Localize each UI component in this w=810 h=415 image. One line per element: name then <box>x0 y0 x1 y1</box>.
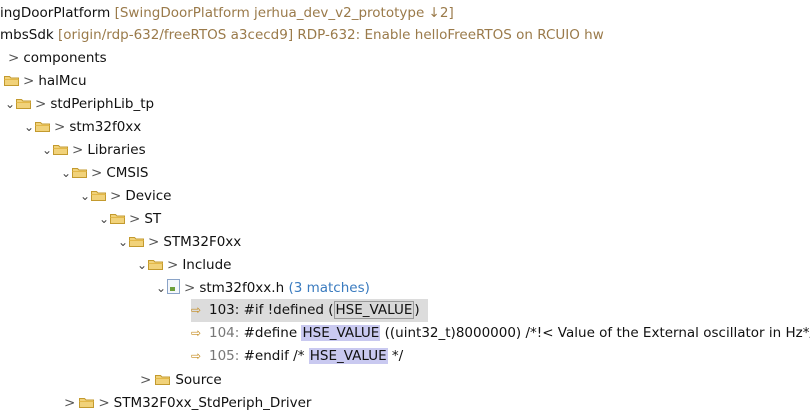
folder-label: ST <box>144 211 162 227</box>
match-term: HSE_VALUE <box>333 301 415 319</box>
project-git-info: [SwingDoorPlatform jerhua_dev_v2_prototy… <box>114 5 454 21</box>
tree-item-libraries[interactable]: ⌄ >Libraries <box>41 139 146 162</box>
chevron-down-icon[interactable]: ⌄ <box>79 189 91 203</box>
match-arrow-icon: ⇨ <box>191 326 202 340</box>
match-suffix: */ <box>387 348 404 364</box>
chevron-down-icon[interactable]: ⌄ <box>41 143 53 157</box>
folder-label: STM32F0xx <box>163 234 242 250</box>
folder-label: Include <box>182 257 232 273</box>
project-name: ingDoorPlatform <box>0 5 111 21</box>
header-file-icon <box>167 279 180 294</box>
chevron-down-icon[interactable]: ⌄ <box>4 97 16 111</box>
chevron-right-icon: > <box>110 188 122 204</box>
match-suffix: ) <box>414 302 420 318</box>
project-git-info: [origin/rdp-632/freeRTOS a3cecd9] RDP-63… <box>58 27 604 43</box>
chevron-right-icon: > <box>129 211 141 227</box>
chevron-right-icon: > <box>35 96 47 112</box>
match-term: HSE_VALUE <box>301 325 381 341</box>
chevron-right-icon[interactable]: > <box>64 395 76 411</box>
file-label: stm32f0xx.h <box>199 280 285 296</box>
chevron-right-icon: > <box>72 142 84 158</box>
chevron-right-icon: > <box>98 395 110 411</box>
chevron-down-icon[interactable]: ⌄ <box>23 120 35 134</box>
chevron-down-icon[interactable]: ⌄ <box>60 166 72 180</box>
match-prefix: #endif /* <box>239 348 309 364</box>
match-arrow-icon: ⇨ <box>191 349 202 363</box>
folder-icon <box>148 259 163 270</box>
match-prefix: #define <box>239 325 302 341</box>
chevron-down-icon[interactable]: ⌄ <box>155 281 167 295</box>
tree-item-halmcu[interactable]: >halMcu <box>4 70 87 93</box>
tree-item-cmsis[interactable]: ⌄ >CMSIS <box>60 162 149 185</box>
tree-item-source[interactable]: > Source <box>136 369 222 392</box>
selected-match: ⇨ 103: #if !defined (HSE_VALUE) <box>191 299 428 322</box>
tree-item-stdperiphlib-tp[interactable]: ⌄ >stdPeriphLib_tp <box>4 93 154 116</box>
folder-icon <box>35 121 50 132</box>
line-number: 105: <box>209 348 240 364</box>
chevron-down-icon[interactable]: ⌄ <box>136 258 148 272</box>
chevron-down-icon[interactable]: ⌄ <box>98 212 110 226</box>
search-match-104[interactable]: ⇨ 104: #define HSE_VALUE ((uint32_t)80000… <box>191 322 810 345</box>
folder-label: stm32f0xx <box>69 119 142 135</box>
folder-label: Libraries <box>87 142 146 158</box>
chevron-down-icon[interactable]: ⌄ <box>117 235 129 249</box>
tree-item-device[interactable]: ⌄ >Device <box>79 185 172 208</box>
search-match-105[interactable]: ⇨ 105: #endif /* HSE_VALUE */ <box>191 345 403 368</box>
project-name: mbsSdk <box>0 27 54 43</box>
folder-label: Source <box>175 372 222 388</box>
folder-label: STM32F0xx_StdPeriph_Driver <box>113 395 312 411</box>
chevron-right-icon: > <box>54 119 66 135</box>
folder-icon <box>16 98 31 109</box>
tree-item-stm32f0xx-upper[interactable]: ⌄ >STM32F0xx <box>117 231 241 254</box>
folder-label: halMcu <box>38 73 87 89</box>
chevron-right-icon: > <box>91 165 103 181</box>
match-suffix: ((uint32_t)8000000) /*!< Value of the Ex… <box>380 325 810 341</box>
folder-icon <box>91 190 106 201</box>
chevron-right-icon: > <box>148 234 160 250</box>
folder-label: stdPeriphLib_tp <box>50 96 155 112</box>
line-number: 103: <box>209 302 240 318</box>
chevron-right-icon: > <box>167 257 179 273</box>
folder-label: components <box>23 50 107 66</box>
folder-label: Device <box>125 188 172 204</box>
tree-item-ingdoorplatform[interactable]: ingDoorPlatform [SwingDoorPlatform jerhu… <box>0 2 454 25</box>
tree-item-st[interactable]: ⌄ >ST <box>98 208 161 231</box>
chevron-right-icon: > <box>23 73 35 89</box>
chevron-right-icon[interactable]: > <box>140 372 152 388</box>
match-count: (3 matches) <box>288 280 370 296</box>
folder-icon <box>110 213 125 224</box>
match-term: HSE_VALUE <box>308 348 388 364</box>
folder-label: CMSIS <box>106 165 149 181</box>
tree-item-components[interactable]: >components <box>4 47 107 70</box>
folder-icon <box>72 167 87 178</box>
folder-icon <box>4 75 19 86</box>
chevron-right-icon: > <box>8 50 20 66</box>
tree-item-stm32f0xx[interactable]: ⌄ >stm32f0xx <box>23 116 141 139</box>
tree-item-stdperiph-driver[interactable]: >>STM32F0xx_StdPeriph_Driver <box>60 392 311 415</box>
folder-icon <box>79 397 94 408</box>
folder-icon <box>129 236 144 247</box>
tree-item-file[interactable]: ⌄ >stm32f0xx.h (3 matches) <box>155 277 370 300</box>
tree-item-mbssdk[interactable]: mbsSdk [origin/rdp-632/freeRTOS a3cecd9]… <box>0 24 604 47</box>
folder-icon <box>155 374 170 385</box>
folder-icon <box>53 144 68 155</box>
chevron-right-icon: > <box>184 280 196 296</box>
match-arrow-icon: ⇨ <box>191 303 202 317</box>
match-prefix: #if !defined ( <box>239 302 334 318</box>
tree-item-include[interactable]: ⌄ >Include <box>136 254 232 277</box>
search-match-103[interactable]: ⇨ 103: #if !defined (HSE_VALUE) <box>191 299 428 322</box>
line-number: 104: <box>209 325 240 341</box>
